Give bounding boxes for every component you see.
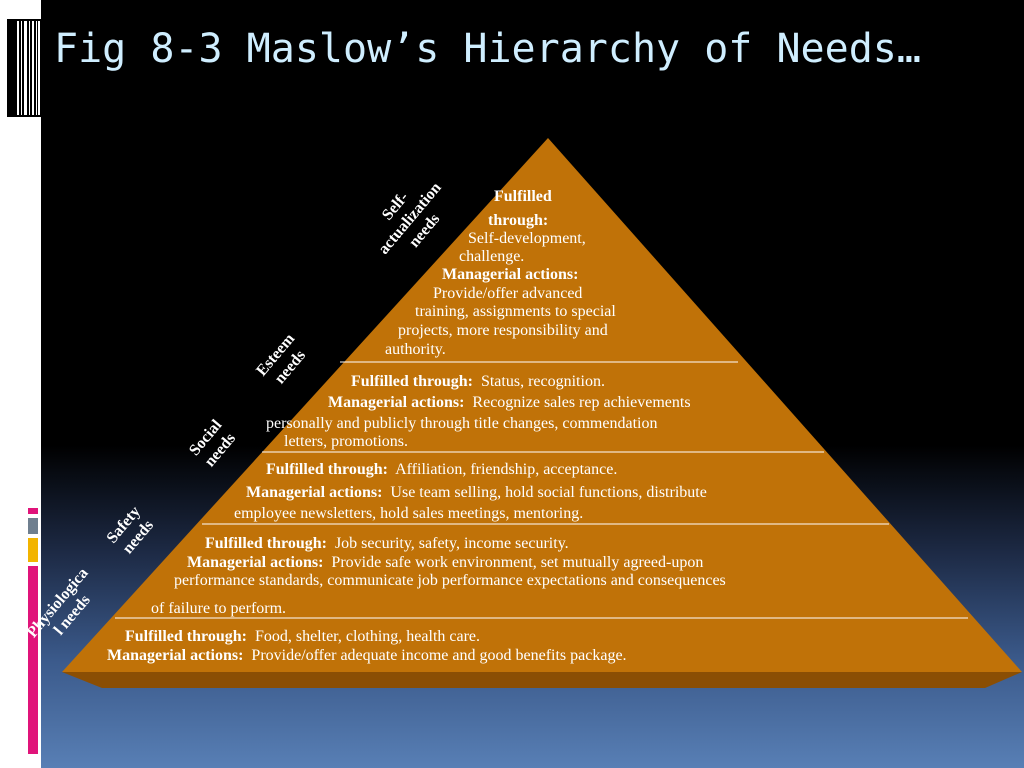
accent-bars — [28, 508, 38, 758]
social-actions-2: employee newsletters, hold sales meeting… — [234, 505, 584, 522]
self-actualization-fulfilled-label-2: through: — [488, 212, 549, 229]
accent-bar-yellow — [28, 538, 38, 562]
safety-actions-2: performance standards, communicate job p… — [174, 572, 726, 589]
accent-bar-pink-long — [28, 566, 38, 754]
pyramid-body — [62, 138, 1022, 672]
safety-actions-3: of failure to perform. — [151, 600, 287, 617]
esteem-actions-3: letters, promotions. — [284, 433, 408, 450]
self-actualization-fulfilled-label: Fulfilled — [494, 188, 552, 205]
social-actions: Managerial actions: Use team selling, ho… — [246, 484, 707, 501]
pyramid-base-shadow — [62, 672, 1022, 688]
physiological-actions: Managerial actions: Provide/offer adequa… — [107, 647, 627, 664]
safety-actions: Managerial actions: Provide safe work en… — [187, 554, 704, 571]
self-actualization-actions-label: Managerial actions: — [442, 266, 579, 283]
self-actualization-actions-1: Provide/offer advanced — [433, 285, 583, 302]
self-actualization-actions-4: authority. — [385, 341, 446, 358]
esteem-fulfilled: Fulfilled through: Status, recognition. — [351, 373, 605, 390]
physiological-fulfilled: Fulfilled through: Food, shelter, clothi… — [125, 628, 481, 645]
accent-bar-pink-top — [28, 508, 38, 514]
social-fulfilled: Fulfilled through: Affiliation, friendsh… — [266, 461, 618, 478]
self-actualization-actions-3: projects, more responsibility and — [398, 322, 608, 339]
accent-bar-gray — [28, 518, 38, 534]
self-actualization-actions-2: training, assignments to special — [415, 303, 616, 320]
esteem-actions-2: personally and publicly through title ch… — [266, 415, 658, 432]
safety-fulfilled: Fulfilled through: Job security, safety,… — [205, 535, 569, 552]
self-actualization-fulfilled-text-2: challenge. — [459, 248, 525, 265]
self-actualization-fulfilled-text-1: Self-development, — [468, 230, 586, 247]
esteem-actions: Managerial actions: Recognize sales rep … — [328, 394, 691, 411]
slide-title: Fig 8-3 Maslow’s Hierarchy of Needs… — [54, 26, 921, 72]
barcode-decoration-icon — [7, 19, 41, 117]
